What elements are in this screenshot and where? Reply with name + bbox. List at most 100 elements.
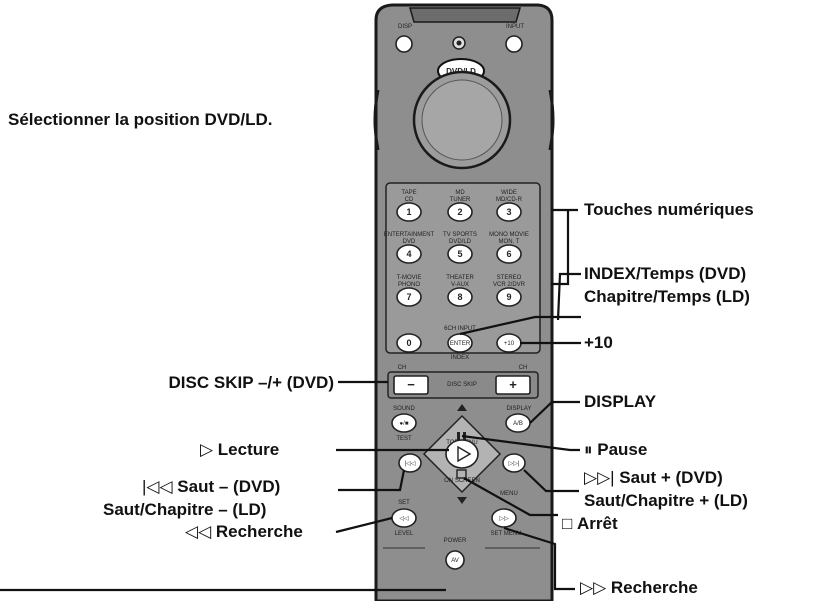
- index-label: INDEX: [451, 355, 469, 361]
- power-label: POWER: [444, 538, 467, 544]
- svg-text:▷▷: ▷▷: [499, 516, 509, 522]
- skip-plus-dvd-label: Saut + (DVD): [619, 468, 723, 487]
- key-9-number: 9: [506, 292, 511, 302]
- disc-skip-bar: CH CH − DISC SKIP +: [387, 365, 539, 399]
- av-label: AV: [451, 558, 459, 564]
- skip-back-icon: |◁◁: [142, 477, 178, 496]
- key-3-mode-label: WIDE: [501, 190, 517, 196]
- key-9-source-label: VCR 2/DVR: [493, 282, 526, 288]
- 6ch-input-label: 6CH INPUT: [444, 326, 476, 332]
- skip-forward-button[interactable]: [502, 453, 526, 473]
- pause-label: Pause: [597, 440, 648, 459]
- key-5-mode-label: TV SPORTS: [443, 232, 477, 238]
- play-label: Lecture: [217, 440, 280, 459]
- key-6-source-label: MON. T: [499, 239, 520, 245]
- key-8-source-label: V-AUX: [451, 282, 469, 288]
- on-screen-label: ON SCREEN: [444, 478, 480, 484]
- disc-skip-minus-button[interactable]: [393, 375, 429, 395]
- pause-icon: [457, 432, 460, 440]
- key-2-source-label: TUNER: [450, 197, 471, 203]
- key-2[interactable]: [447, 202, 473, 222]
- mode-dial: DVD/LD: [412, 58, 512, 170]
- skip-minus-row: |◁◁ Saut – (DVD): [142, 477, 280, 497]
- menu-label: MENU: [500, 491, 518, 497]
- power-av-button[interactable]: [445, 550, 465, 570]
- key-4-number: 4: [406, 249, 411, 259]
- keypad-panel: [385, 182, 541, 354]
- chapter-time-label: Chapitre/Temps (LD): [584, 287, 750, 306]
- index-time-label: INDEX/Temps (DVD): [584, 264, 747, 283]
- play-label-row: ▷ Lecture: [200, 440, 279, 460]
- pause-symbol-icon: ⏸: [584, 440, 598, 459]
- key-7-number: 7: [406, 292, 411, 302]
- display-label: DISPLAY: [584, 392, 657, 411]
- key-5[interactable]: [447, 244, 473, 264]
- play-icon: [457, 445, 472, 463]
- svg-text:◁◁: ◁◁: [399, 516, 409, 522]
- disp-button[interactable]: [395, 35, 413, 53]
- key-7[interactable]: [396, 287, 422, 307]
- key-4[interactable]: [396, 244, 422, 264]
- up-arrow-icon: [457, 404, 467, 411]
- key-8-number: 8: [457, 292, 462, 302]
- disp-label: DISP: [398, 24, 412, 30]
- key-1-mode-label: TAPE: [401, 190, 416, 196]
- key-1[interactable]: [396, 202, 422, 222]
- disc-skip-label: DISC SKIP –/+ (DVD): [168, 373, 334, 392]
- numeric-keypad: TAPECD1MDTUNER2WIDEMD/CD-R3ENTERTAINMENT…: [384, 190, 529, 307]
- play-select-button[interactable]: [445, 439, 479, 469]
- key-4-source-label: DVD: [403, 239, 416, 245]
- key-2-mode-label: MD: [455, 190, 465, 196]
- callout-lines: [0, 208, 581, 592]
- key-0[interactable]: [396, 333, 422, 353]
- rewind-icon: ◁◁: [185, 522, 216, 541]
- level-label: LEVEL: [395, 531, 414, 537]
- key-7-mode-label: T-MOVIE: [397, 275, 422, 281]
- set-menu-label: SET MENU: [491, 531, 522, 537]
- enter-label: ENTER: [450, 341, 471, 347]
- search-back-row: ◁◁ Recherche: [185, 522, 303, 542]
- plus10-label: +10: [584, 333, 613, 352]
- skip-forward-icon: ▷▷|: [584, 468, 620, 487]
- test-label: TEST: [396, 436, 412, 442]
- search-forward-label: Recherche: [610, 578, 698, 597]
- side-rocker-left: [373, 89, 380, 151]
- skip-minus-dvd-label: Saut – (DVD): [177, 477, 281, 496]
- key-6-mode-label: MONO MOVIE: [489, 232, 529, 238]
- disc-skip-key-label: DISC SKIP: [447, 382, 477, 388]
- key-6[interactable]: [496, 244, 522, 264]
- select-dvd-label: Sélectionner la position DVD/LD.: [8, 110, 273, 129]
- disc-skip-plus-button[interactable]: [495, 375, 531, 395]
- numeric-keys-label: Touches numériques: [584, 200, 754, 219]
- stop-icon: [456, 469, 467, 479]
- key-5-number: 5: [457, 249, 462, 259]
- search-forward-button[interactable]: [491, 508, 517, 528]
- key-3-source-label: MD/CD-R: [496, 197, 523, 203]
- key-9[interactable]: [496, 287, 522, 307]
- skip-back-button[interactable]: [398, 453, 422, 473]
- ab-label: A/B: [513, 421, 523, 427]
- set-label: SET: [398, 500, 410, 506]
- key-8[interactable]: [447, 287, 473, 307]
- svg-text:▷▷|: ▷▷|: [509, 461, 520, 467]
- pause-label-row: ⏸ Pause: [584, 440, 647, 460]
- fast-forward-icon: ▷▷: [580, 578, 611, 597]
- input-label: INPUT: [506, 24, 524, 30]
- key-0-label: 0: [406, 338, 411, 348]
- key-6-number: 6: [506, 249, 511, 259]
- bottom-key-row: 0 6CH INPUT ENTER INDEX +10: [396, 326, 522, 361]
- key-3-number: 3: [506, 207, 511, 217]
- key-3[interactable]: [496, 202, 522, 222]
- key-2-number: 2: [457, 207, 462, 217]
- stop-square-icon: □: [562, 514, 577, 533]
- input-button[interactable]: [505, 35, 523, 53]
- stop-label: Arrêt: [577, 514, 618, 533]
- key-8-mode-label: THEATER: [446, 275, 474, 281]
- skip-minus-ld-label: Saut/Chapitre – (LD): [103, 500, 267, 519]
- plus-glyph: +: [509, 377, 517, 392]
- key-5-source-label: DVD/LD: [449, 239, 472, 245]
- ch-minus-label: CH: [398, 365, 407, 371]
- sound-button[interactable]: [391, 413, 417, 433]
- ch-plus-label: CH: [519, 365, 528, 371]
